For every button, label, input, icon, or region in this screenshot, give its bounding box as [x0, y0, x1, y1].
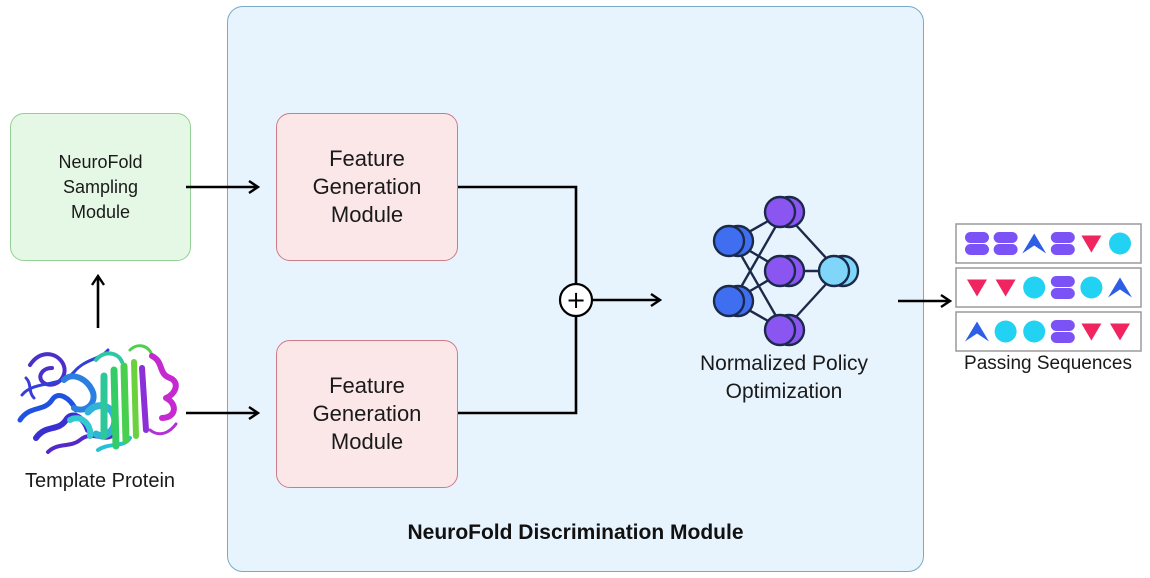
- sequence-token-chevron: [1108, 277, 1132, 298]
- feature-generation-module-bottom[interactable]: Feature Generation Module: [276, 340, 458, 488]
- feature-generation-module-top[interactable]: Feature Generation Module: [276, 113, 458, 261]
- sequence-token-circle: [1023, 320, 1046, 343]
- sampling-module-box[interactable]: NeuroFold Sampling Module: [10, 113, 191, 261]
- template-protein-structure-icon: [17, 344, 179, 454]
- nn-hidden-node: [763, 254, 806, 288]
- sequence-token-pill: [1050, 232, 1075, 255]
- sequence-token-triangle: [1081, 235, 1102, 253]
- sequence-token-circle: [1023, 276, 1046, 299]
- sequence-token-circle: [1109, 232, 1131, 255]
- sequence-token-pill: [993, 232, 1018, 255]
- sequence-token-pill: [965, 232, 989, 255]
- sequence-token-chevron: [1022, 233, 1047, 254]
- sequence-token-triangle: [1081, 323, 1102, 341]
- sequence-token-triangle: [995, 279, 1016, 297]
- combine-plus-symbol: +: [566, 286, 586, 314]
- connector-feature-top: [458, 185, 578, 284]
- nn-input-node: [712, 284, 755, 318]
- sequence-token-pill: [1050, 320, 1075, 343]
- nn-output-node: [817, 254, 860, 288]
- discrimination-module-title: NeuroFold Discrimination Module: [407, 521, 744, 544]
- template-protein-label: Template Protein: [24, 470, 176, 492]
- sequence-token-circle: [994, 320, 1017, 343]
- sequence-token-circle: [1080, 276, 1103, 299]
- nn-hidden-node: [763, 313, 806, 347]
- nn-hidden-node: [763, 195, 806, 229]
- sequence-token-triangle: [967, 279, 987, 297]
- sequence-tokens: [965, 232, 1132, 343]
- passing-sequences-label: Passing Sequences: [964, 353, 1132, 374]
- connector-feature-bottom: [458, 316, 578, 415]
- sequence-token-chevron: [965, 321, 989, 342]
- passing-sequences-panel: [955, 223, 1142, 352]
- sampling-module-label: NeuroFold Sampling Module: [58, 151, 143, 222]
- feature-generation-label-bottom: Feature Generation Module: [312, 373, 422, 454]
- nn-input-node: [712, 224, 755, 258]
- combine-plus-node: +: [558, 282, 594, 318]
- neural-network-icon: [712, 195, 860, 347]
- feature-generation-label-top: Feature Generation Module: [312, 146, 422, 227]
- policy-optimization-label: Normalized Policy Optimization: [699, 352, 869, 403]
- sequence-token-triangle: [1110, 323, 1130, 341]
- sequence-token-pill: [1050, 276, 1075, 299]
